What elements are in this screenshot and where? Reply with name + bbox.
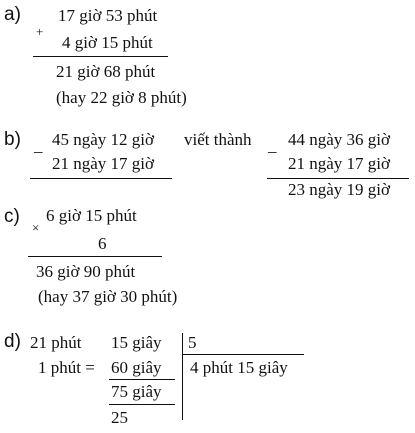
part-d-dividend-minutes: 21 phút	[30, 333, 82, 352]
part-a-label: a)	[4, 4, 21, 25]
part-a-result: 21 giờ 68 phút	[56, 62, 156, 81]
part-b-minus-right: _	[268, 136, 277, 155]
part-b-subtrahend: 21 ngày 17 giờ	[52, 154, 155, 173]
part-b-subtrahend-rewritten: 21 ngày 17 giờ	[288, 154, 391, 173]
part-b-result: 23 ngày 19 giờ	[288, 180, 391, 199]
part-a-addend-1: 17 giờ 53 phút	[58, 6, 158, 25]
part-b-right-line	[267, 178, 409, 179]
multiplication-sign: ×	[32, 220, 40, 235]
part-b-label: b)	[4, 129, 21, 150]
part-d-divisor: 5	[188, 333, 197, 352]
part-d-label: d)	[4, 331, 21, 352]
part-d-conversion-value: 60 giây	[111, 358, 162, 377]
part-d-sum-line	[109, 379, 175, 380]
part-a-sum-line	[33, 56, 168, 57]
part-d-remainder: 25	[111, 408, 128, 427]
part-d-quotient: 4 phút 15 giây	[190, 358, 288, 377]
part-a-addend-2: 4 giờ 15 phút	[62, 33, 153, 52]
part-d-remainder-line	[109, 404, 175, 405]
part-a-note: (hay 22 giờ 8 phút)	[56, 88, 187, 107]
part-c-label: c)	[4, 206, 20, 227]
part-c-product-line	[28, 256, 162, 257]
part-c-result: 36 giờ 90 phút	[36, 262, 136, 281]
part-c-note: (hay 37 giờ 30 phút)	[38, 287, 178, 306]
part-b-minuend-rewritten: 44 ngày 36 giờ	[288, 130, 391, 149]
part-b-minus-left: _	[34, 136, 43, 155]
part-d-seconds-total: 75 giây	[111, 382, 162, 401]
part-c-multiplier: 6	[98, 234, 107, 253]
division-vertical-line	[182, 333, 183, 420]
part-b-left-line	[30, 178, 172, 179]
part-c-multiplicand: 6 giờ 15 phút	[46, 206, 137, 225]
part-b-connector: viết thành	[184, 130, 252, 149]
division-divisor-line	[182, 354, 304, 355]
part-d-dividend-seconds: 15 giây	[111, 333, 162, 352]
part-b-minuend: 45 ngày 12 giờ	[52, 130, 155, 149]
part-d-conversion-label: 1 phút =	[38, 358, 95, 377]
addition-sign: +	[36, 24, 44, 39]
